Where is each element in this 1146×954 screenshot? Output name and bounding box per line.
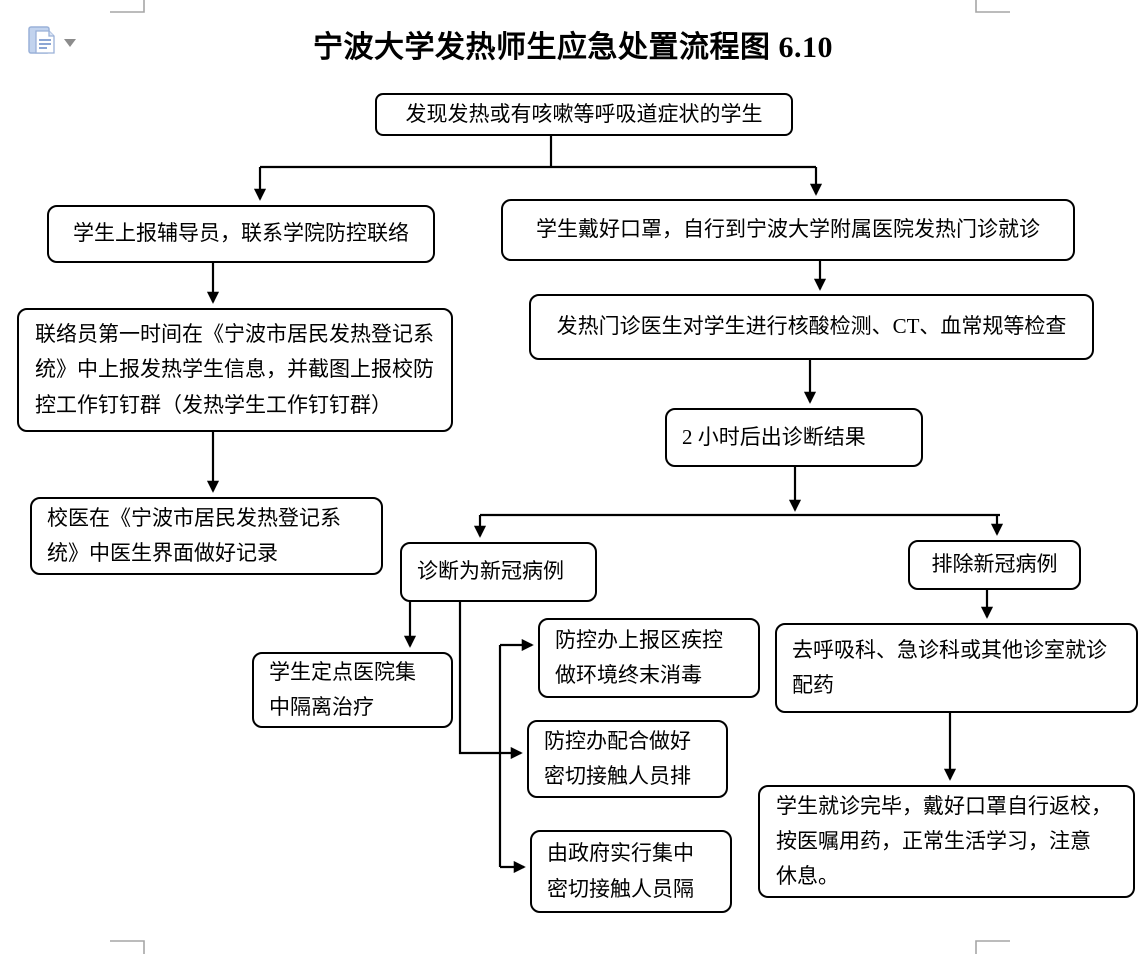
node-report-counselor: 学生上报辅导员，联系学院防控联络 — [47, 205, 435, 263]
node-liaison-register: 联络员第一时间在《宁波市居民发热登记系 统》中上报发热学生信息，并截图上报校防 … — [17, 308, 453, 432]
node-wear-mask-hospital: 学生戴好口罩，自行到宁波大学附属医院发热门诊就诊 — [501, 199, 1075, 261]
crop-mark-top-right-icon — [975, 0, 1010, 13]
node-fever-clinic-tests: 发热门诊医生对学生进行核酸检测、CT、血常规等检查 — [529, 294, 1094, 360]
node-school-doctor-record: 校医在《宁波市居民发热登记系 统》中医生界面做好记录 — [30, 497, 383, 575]
node-designated-hospital-isolation: 学生定点医院集 中隔离治疗 — [252, 652, 453, 728]
node-diagnosed-covid: 诊断为新冠病例 — [400, 542, 597, 602]
node-cdc-disinfection: 防控办上报区疾控 做环境终末消毒 — [538, 618, 760, 698]
chevron-down-icon[interactable] — [64, 39, 76, 47]
paste-options-button[interactable] — [28, 26, 80, 60]
node-result-2hours: 2 小时后出诊断结果 — [665, 408, 923, 467]
node-respiratory-dept: 去呼吸科、急诊科或其他诊室就诊 配药 — [775, 623, 1138, 713]
node-detect-symptoms: 发现发热或有咳嗽等呼吸道症状的学生 — [375, 93, 793, 136]
page-title: 宁波大学发热师生应急处置流程图 6.10 — [313, 31, 833, 64]
node-government-quarantine: 由政府实行集中 密切接触人员隔 — [530, 830, 732, 913]
node-excluded-covid: 排除新冠病例 — [908, 540, 1081, 590]
crop-mark-bottom-left-icon — [110, 940, 145, 954]
crop-mark-bottom-right-icon — [975, 940, 1010, 954]
edge-diagnosed-contact — [458, 601, 523, 760]
paste-options-document-icon — [28, 26, 55, 54]
crop-mark-top-left-icon — [110, 0, 145, 13]
node-return-school: 学生就诊完毕，戴好口罩自行返校， 按医嘱用药，正常生活学习，注意 休息。 — [758, 785, 1135, 898]
node-close-contact-tracing: 防控办配合做好 密切接触人员排 — [527, 720, 728, 798]
